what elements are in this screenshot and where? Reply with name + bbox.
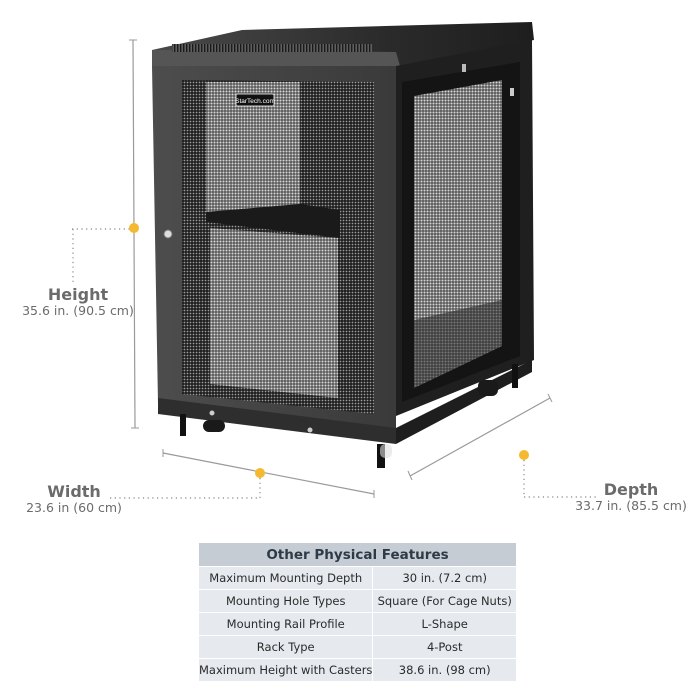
height-title: Height	[47, 285, 109, 304]
brand-badge	[235, 93, 275, 107]
table-row: Maximum Mounting Depth 30 in. (7.2 cm)	[199, 566, 516, 590]
width-title: Width	[47, 482, 101, 501]
feature-value: 4-Post	[372, 635, 516, 659]
feature-value: L-Shape	[372, 612, 516, 636]
feature-value: Square (For Cage Nuts)	[372, 589, 516, 613]
depth-label: Depth 33.7 in. (85.5 cm)	[566, 480, 696, 514]
feature-name: Maximum Height with Casters	[199, 658, 374, 681]
physical-features-table: Other Physical Features Maximum Mounting…	[199, 543, 516, 681]
table-title: Other Physical Features	[199, 543, 516, 567]
width-dimension-line	[110, 449, 375, 499]
feature-value: 30 in. (7.2 cm)	[372, 566, 516, 590]
width-label: Width 23.6 in (60 cm)	[14, 482, 134, 516]
feature-value: 38.6 in. (98 cm)	[372, 658, 516, 681]
depth-marker-dot	[519, 450, 529, 460]
lock-icon	[163, 229, 173, 239]
rack-cabinet: StarTech.com	[152, 22, 534, 468]
table-row: Maximum Height with Casters 38.6 in. (98…	[199, 658, 516, 681]
feature-name: Mounting Hole Types	[199, 589, 374, 613]
table-header-row: Other Physical Features	[199, 543, 516, 567]
depth-title: Depth	[603, 480, 659, 499]
table-row: Rack Type 4-Post	[199, 635, 516, 659]
brand-badge-text: StarTech.com	[235, 98, 275, 105]
width-marker-dot	[255, 468, 265, 478]
feature-name: Maximum Mounting Depth	[199, 566, 374, 590]
width-value: 23.6 in (60 cm)	[26, 500, 122, 516]
feature-name: Mounting Rail Profile	[199, 612, 374, 636]
feature-name: Rack Type	[199, 635, 374, 659]
depth-value: 33.7 in. (85.5 cm)	[575, 498, 687, 514]
height-label: Height 35.6 in. (90.5 cm)	[18, 285, 138, 319]
depth-dimension-line	[407, 393, 596, 498]
height-value: 35.6 in. (90.5 cm)	[22, 303, 134, 319]
table-row: Mounting Rail Profile L-Shape	[199, 612, 516, 636]
height-marker-dot	[129, 223, 139, 233]
height-dimension-line	[72, 39, 139, 429]
table-row: Mounting Hole Types Square (For Cage Nut…	[199, 589, 516, 613]
